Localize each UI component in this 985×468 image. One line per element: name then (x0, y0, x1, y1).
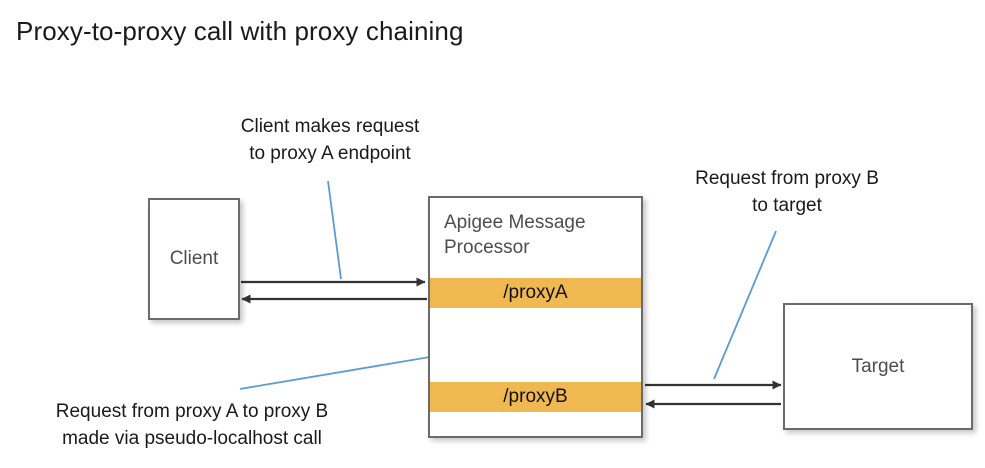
annotation-client-request: Client makes request to proxy A endpoint (240, 116, 420, 164)
leader-line-proxyb-to-target (713, 230, 777, 380)
page-title: Proxy-to-proxy call with proxy chaining (16, 16, 464, 46)
client-label: Client (169, 248, 219, 269)
proxy-b-label: /proxyB (503, 386, 568, 407)
annotation-proxy-chain: Request from proxy A to proxy B made via… (55, 401, 329, 449)
proxy-b-band[interactable]: /proxyB (430, 382, 641, 412)
node-client[interactable]: Client (148, 198, 240, 320)
proxy-a-band[interactable]: /proxyA (430, 278, 641, 308)
apigee-title: Apigee Message Processor (444, 212, 586, 258)
proxy-a-label: /proxyA (503, 282, 568, 303)
node-apigee-message-processor[interactable]: Apigee Message Processor /proxyA /proxyB (428, 196, 643, 438)
target-label: Target (851, 355, 905, 377)
leader-line-client-request (327, 180, 342, 280)
annotation-proxyb-to-target: Request from proxy B to target (695, 168, 879, 216)
node-target[interactable]: Target (783, 303, 973, 430)
